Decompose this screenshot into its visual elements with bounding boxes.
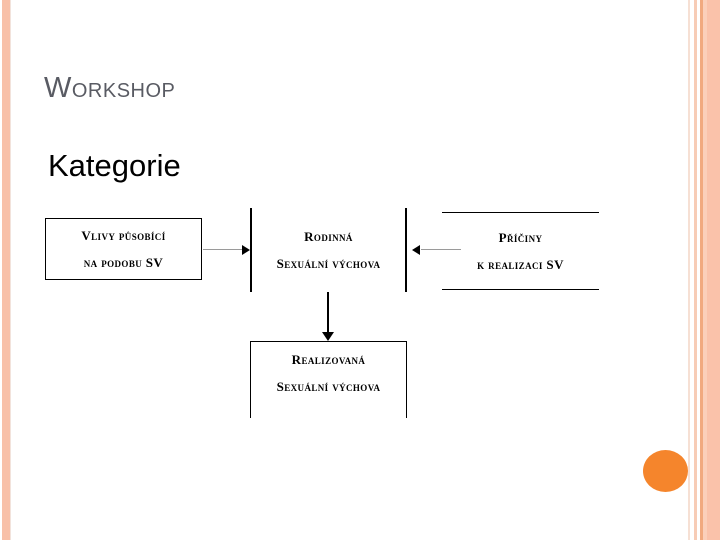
diagram-node-priciny-line2: k realizaci SV [477,256,564,272]
orange-circle-decoration [643,450,688,492]
left-hairline-stripe [10,0,11,540]
right-stripe-4 [697,0,700,540]
right-stripe-1 [688,0,690,540]
arrow-left-icon [412,245,420,255]
diagram-node-vlivy: Vlivy působící na podobu SV [45,218,202,280]
left-accent-stripe [2,0,10,540]
diagram-node-priciny: Příčiny k realizaci SV [442,212,599,290]
right-stripe-3 [694,0,697,540]
diagram-node-vlivy-line2: na podobu SV [83,254,164,270]
diagram-node-rodinna: Rodinná Sexuální výchova [250,208,407,292]
diagram-node-realizovana-line2: Sexuální výchova [276,379,381,394]
arrow-right-icon [242,245,250,255]
diagram-node-rodinna-line2: Sexuální výchova [276,255,381,271]
slide-subtitle: Kategorie [48,148,181,183]
right-stripe-6 [703,0,707,540]
arrow-down-icon [322,332,334,341]
connector-line-vlivy-to-rodinna [203,249,243,251]
connector-line-rodinna-to-realizovana [327,292,329,334]
diagram-node-priciny-line1: Příčiny [498,229,543,245]
right-stripe-2 [690,0,694,540]
diagram-node-rodinna-line1: Rodinná [304,228,353,244]
right-stripe-5 [700,0,703,540]
connector-line-priciny-to-rodinna [421,249,461,251]
diagram-node-vlivy-line1: Vlivy působící [81,227,166,243]
diagram-node-realizovana-line1: Realizovaná [291,352,366,367]
right-stripe-7 [707,0,720,540]
slide-title: Workshop [44,72,176,104]
diagram-node-realizovana: Realizovaná Sexuální výchova [250,341,407,418]
